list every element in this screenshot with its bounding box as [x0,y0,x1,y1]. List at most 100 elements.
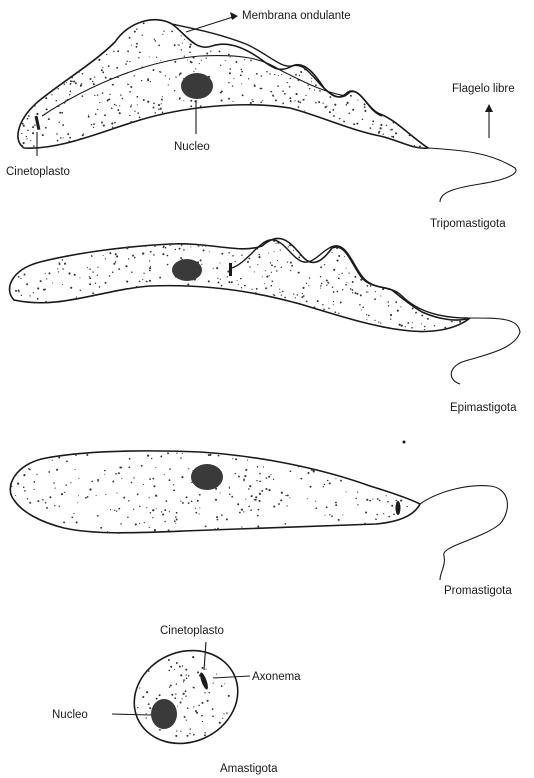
stipple-dot [118,532,120,534]
stipple-dot [248,488,250,490]
stipple-dot [293,250,294,251]
stipple-dot [412,322,413,323]
stipple-dot [155,112,157,114]
stipple-dot [52,282,53,283]
stipple-dot [24,118,25,119]
stipple-dot [163,245,165,247]
stipple-dot [131,246,133,248]
stipple-dot [163,31,164,32]
label-flagellum: Flagelo libre [452,83,515,95]
stipple-dot [249,266,251,268]
stipple-dot [302,287,304,289]
stipple-dot [92,292,94,294]
stipple-dot [241,83,242,84]
stipple-dot [187,60,188,61]
stipple-dot [228,281,230,283]
stipple-dot [88,115,89,116]
stipple-dot [45,273,46,274]
stipple-dot [175,249,177,251]
stipple-dot [144,522,145,523]
stipple-dot [109,252,111,254]
stipple-dot [126,60,127,61]
stipple-dot [196,45,198,47]
stipple-dot [27,498,28,499]
stipple-dot [159,694,161,696]
stipple-dot [74,274,76,276]
stipple-dot [155,40,157,42]
stipple-dot [24,274,26,276]
stipple-dot [380,295,381,296]
stipple-dot [350,95,352,97]
stipple-dot [357,100,358,101]
stipple-dot [231,281,233,283]
stipple-dot [333,115,335,117]
stipple-dot [92,81,94,83]
stipple-dot [89,488,91,490]
stipple-dot [372,124,373,125]
stipple-dot [400,306,401,307]
stipple-dot [318,101,320,103]
stipple-dot [136,286,138,288]
stipple-dot [54,488,55,489]
stipple-dot [390,129,391,130]
stipple-dot [162,112,164,114]
stipple-dot [434,325,435,326]
stipple-dot [179,248,181,250]
stipple-dot [372,498,373,499]
stipple-dot [284,93,286,95]
stipple-dot [315,507,317,509]
stipple-dot [53,482,55,484]
stipple-dot [282,291,284,293]
stipple-dot [80,85,82,87]
stipple-dot [259,104,261,106]
stipple-dot [229,488,230,489]
stipple-dot [134,257,136,259]
stipple-dot [421,323,422,324]
stipple-dot [212,716,214,718]
stipple-dot [314,89,315,90]
stipple-dot [20,278,21,279]
stipple-dot [201,264,202,265]
stipple-dot [128,500,129,501]
stipple-dot [204,734,206,736]
stipple-dot [34,124,36,126]
stipple-dot [176,730,177,731]
stipple-dot [244,59,245,60]
stipple-dot [36,474,37,475]
stipple-dot [48,471,50,473]
stipple-dot [156,698,158,700]
stipple-dot [279,289,280,290]
stipple-dot [94,95,95,96]
stipple-dot [324,484,325,485]
stipple-dot [329,96,331,98]
stipple-dot [364,103,366,105]
promastigote-flagellum [420,486,507,580]
stipple-dot [179,74,180,75]
stipple-dot [259,473,261,475]
stipple-dot [237,503,239,505]
stipple-dot [227,276,228,277]
stipple-dot [183,681,184,682]
stipple-dot [383,513,384,514]
stipple-dot [240,74,242,76]
stipple-dot [352,292,353,293]
stipple-dot [376,514,378,516]
stipple-dot [271,285,273,287]
stipple-dot [386,495,387,496]
stipple-dot [261,490,263,492]
stipple-dot [58,456,60,458]
stipple-dot [138,57,139,58]
stipple-dot [180,501,181,502]
stipple-dot [37,287,39,289]
stipple-dot [127,83,129,85]
stipple-dot [181,49,182,50]
stipple-dot [99,102,100,103]
stipple-dot [149,707,151,709]
stipple-dot [77,502,78,503]
stipple-dot [220,65,221,66]
stipple-dot [58,122,59,123]
stipple-dot [174,520,176,522]
stipple-dot [111,122,113,124]
stipple-dot [242,94,244,96]
stipple-dot [319,90,321,92]
